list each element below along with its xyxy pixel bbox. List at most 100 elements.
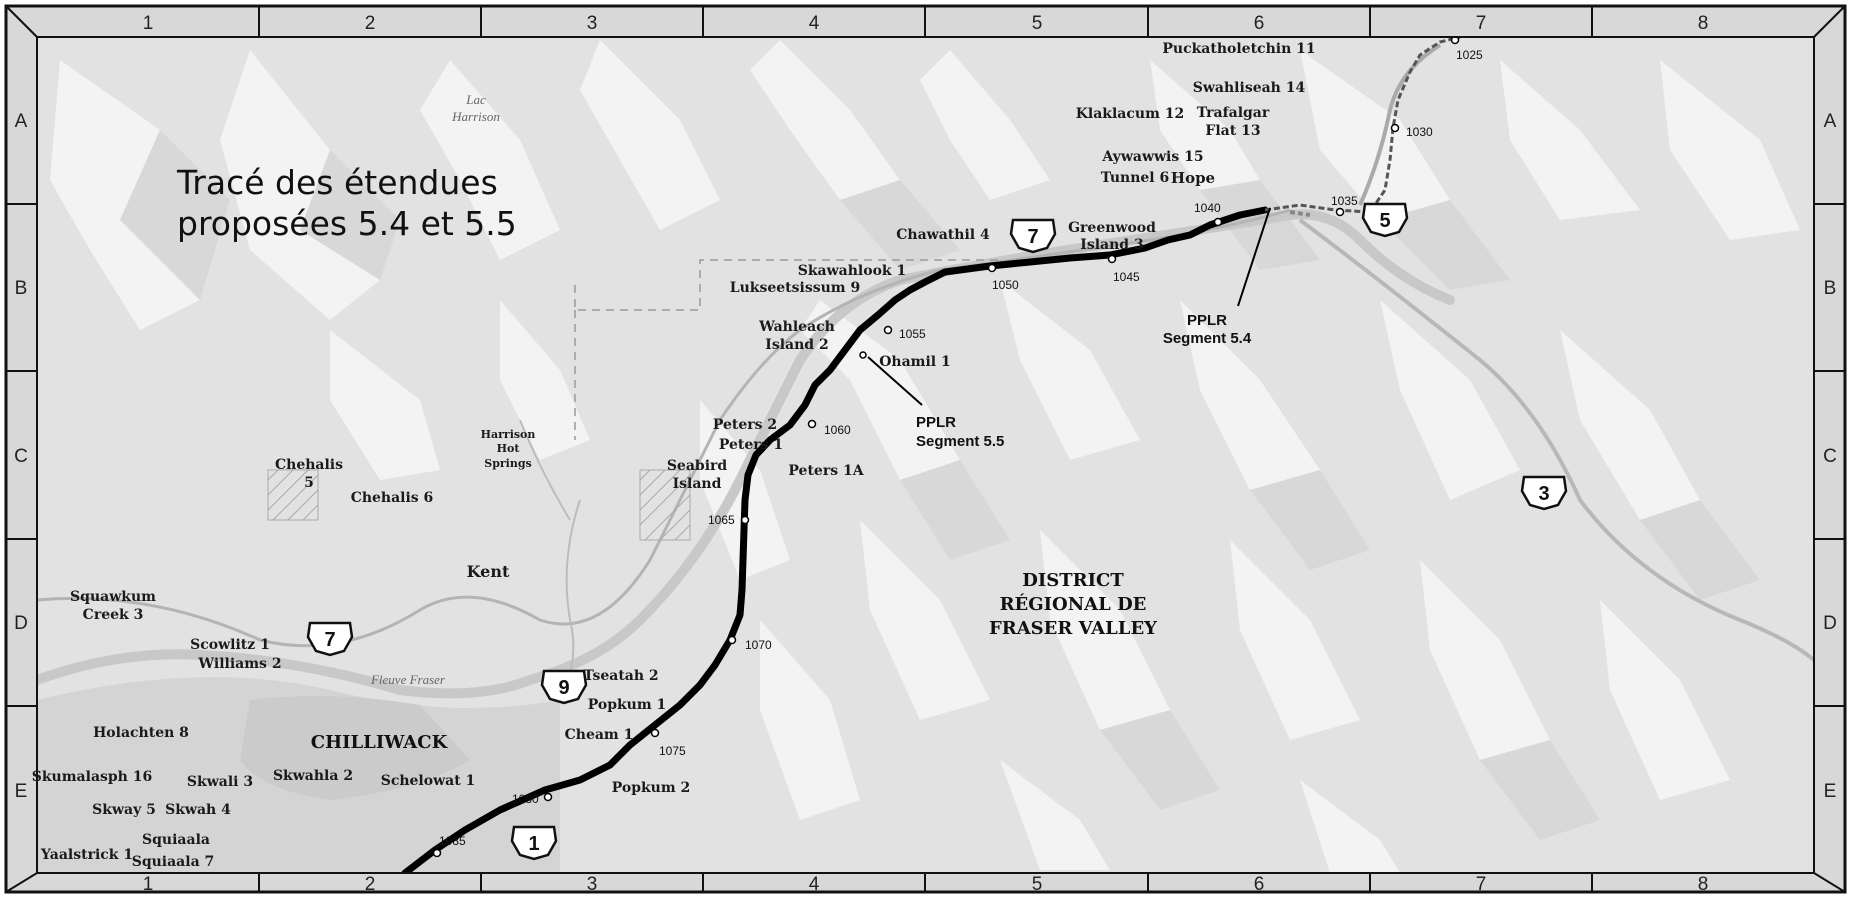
highway-shield: 9 xyxy=(540,669,588,705)
reserve-label: Holachten 8 xyxy=(93,725,189,741)
col-label: 1 xyxy=(143,13,154,34)
lake-label: Lac xyxy=(465,92,486,107)
segment-5-5-label: PPLR xyxy=(916,414,956,431)
reserve-hatch-chehalis xyxy=(267,469,319,521)
grid-columns-bottom: 1 2 3 4 5 6 7 8 xyxy=(143,874,1709,895)
reserve-label: 5 xyxy=(304,475,314,491)
reserve-label: Squawkum xyxy=(70,589,156,605)
region-label: DISTRICT xyxy=(1022,570,1124,591)
reserve-label: Tunnel 6 xyxy=(1101,170,1170,186)
reserve-label: Squiaala xyxy=(142,832,210,848)
row-label: D xyxy=(14,613,28,634)
km-label: 1080 xyxy=(512,792,539,806)
river-label: Fleuve Fraser xyxy=(370,672,446,687)
col-label: 6 xyxy=(1254,13,1265,34)
reserve-label: Skumalasph 16 xyxy=(32,769,152,785)
lake-label: Harrison xyxy=(451,109,500,124)
district-boundary xyxy=(574,259,1000,440)
harrison-label: Hot xyxy=(497,442,521,455)
col-label: 7 xyxy=(1476,13,1487,34)
km-label: 1035 xyxy=(1331,194,1358,208)
highway-shield: 3 xyxy=(1520,475,1568,511)
km-label: 1085 xyxy=(439,834,466,848)
reserve-label: Cheam 1 xyxy=(565,727,634,743)
reserve-label: Ohamil 1 xyxy=(879,354,951,370)
svg-text:7: 7 xyxy=(324,629,335,651)
reserve-label: Chehalis 6 xyxy=(351,490,434,506)
reserve-label: Popkum 2 xyxy=(612,780,691,796)
highway-shield: 7 xyxy=(1009,218,1057,254)
col-label: 7 xyxy=(1476,874,1487,895)
km-label: 1050 xyxy=(992,278,1019,292)
reserve-label: Island 2 xyxy=(765,337,828,353)
grid-rows-right: A B C D E xyxy=(1823,111,1837,802)
km-label: 1040 xyxy=(1194,201,1221,215)
row-label: E xyxy=(15,781,28,802)
reserve-label: Popkum 1 xyxy=(588,697,667,713)
highway-shields: 7 7 9 1 5 3 xyxy=(306,202,1568,861)
segment-5-4-label: Segment 5.4 xyxy=(1163,330,1252,347)
grid-rows-left: A B C D E xyxy=(14,111,28,802)
reserve-label: Island xyxy=(673,476,722,492)
row-label: A xyxy=(15,111,28,132)
reserve-label: Scowlitz 1 xyxy=(190,637,270,653)
harrison-label: Harrison xyxy=(481,428,536,441)
reserve-label: Peters 1 xyxy=(719,437,783,453)
reserve-label: Lukseetsissum 9 xyxy=(730,280,860,296)
town-hope: Hope xyxy=(1171,169,1215,187)
svg-text:3: 3 xyxy=(1538,483,1549,505)
row-label: C xyxy=(14,446,28,467)
reserve-label: Chehalis xyxy=(275,457,343,473)
col-label: 1 xyxy=(143,874,154,895)
col-label: 2 xyxy=(365,13,376,34)
pplr-spur-line xyxy=(1264,37,1461,214)
reserve-label: Seabird xyxy=(667,458,728,474)
reserve-label: Skwahla 2 xyxy=(273,768,353,784)
reserve-label: Schelowat 1 xyxy=(381,773,476,789)
row-label: D xyxy=(1823,613,1837,634)
col-label: 5 xyxy=(1032,874,1043,895)
reserve-label: Williams 2 xyxy=(197,656,281,672)
reserve-label: Tseatah 2 xyxy=(583,668,658,684)
reserve-label: Trafalgar xyxy=(1197,105,1270,121)
row-label: B xyxy=(1824,278,1837,299)
reserve-label: Skway 5 xyxy=(92,802,156,818)
highway-shield: 1 xyxy=(510,825,558,861)
col-label: 3 xyxy=(587,874,598,895)
row-label: C xyxy=(1823,446,1837,467)
town-kent: Kent xyxy=(467,562,510,581)
segment-5-5-leader xyxy=(867,356,923,406)
svg-text:7: 7 xyxy=(1027,226,1038,248)
col-label: 2 xyxy=(365,874,376,895)
row-label: A xyxy=(1824,111,1837,132)
reserve-hatch-seabird xyxy=(639,469,691,541)
reserve-label: Flat 13 xyxy=(1205,123,1260,139)
map-title-line-2: proposées 5.4 et 5.5 xyxy=(177,204,517,243)
reserve-label: Chawathil 4 xyxy=(896,227,990,243)
km-label: 1055 xyxy=(899,327,926,341)
terrain-shadow xyxy=(120,130,1760,840)
col-label: 8 xyxy=(1698,874,1709,895)
km-label: 1075 xyxy=(659,744,686,758)
reserve-label: Swahliseah 14 xyxy=(1193,80,1306,96)
reserve-label: Peters 1A xyxy=(788,463,864,479)
highway-shield: 7 xyxy=(306,621,354,657)
reserve-label: Skwali 3 xyxy=(187,774,253,790)
svg-text:5: 5 xyxy=(1379,210,1390,232)
harrison-label: Springs xyxy=(484,457,532,470)
region-label: FRASER VALLEY xyxy=(989,618,1158,639)
svg-text:1: 1 xyxy=(528,833,539,855)
row-label: E xyxy=(1824,781,1837,802)
col-label: 6 xyxy=(1254,874,1265,895)
reserve-label: Island 3 xyxy=(1080,237,1143,253)
col-label: 8 xyxy=(1698,13,1709,34)
reserve-label: Greenwood xyxy=(1068,220,1156,236)
chilliwack-urban-area xyxy=(240,696,470,800)
col-label: 4 xyxy=(809,13,820,34)
reserve-label: Peters 2 xyxy=(713,417,777,433)
km-post-labels: 1025 1030 1035 1040 1045 1050 1055 1060 … xyxy=(439,48,1483,848)
reserve-label: Wahleach xyxy=(758,319,835,335)
segment-5-4-leader xyxy=(1237,207,1271,307)
km-label: 1025 xyxy=(1456,48,1483,62)
